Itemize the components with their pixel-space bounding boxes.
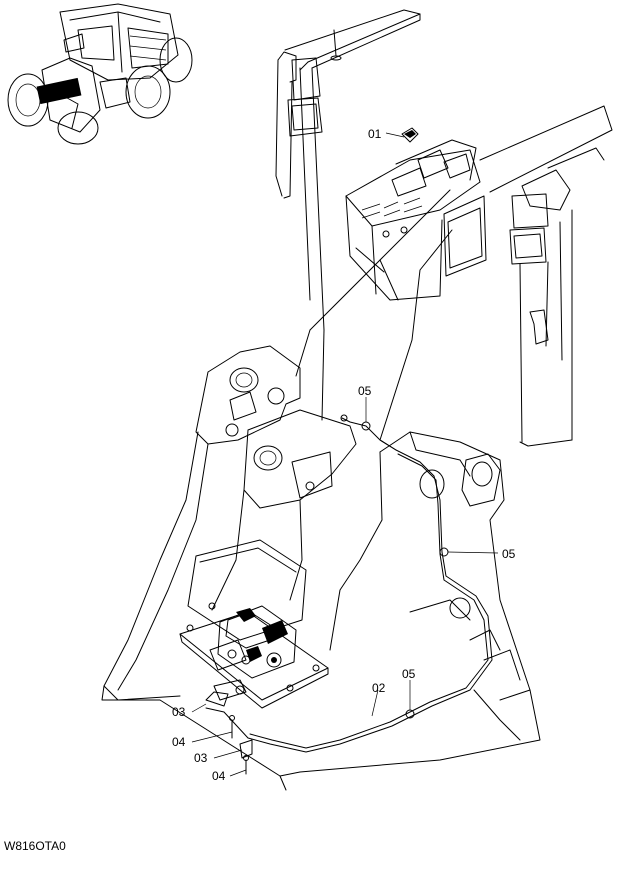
callout-05-bottom: 05 <box>402 667 416 681</box>
control-console <box>345 127 487 301</box>
front-frame <box>101 329 541 791</box>
callout-03-upper: 03 <box>172 705 186 719</box>
callout-05-right: 05 <box>502 547 516 561</box>
cab-frame <box>275 9 613 447</box>
drawing-code: W816OTA0 <box>4 839 66 853</box>
control-cable <box>205 414 493 775</box>
callout-05-top: 05 <box>358 384 372 398</box>
callout-02: 02 <box>372 681 386 695</box>
callout-03-lower: 03 <box>194 751 208 765</box>
callout-04-upper: 04 <box>172 735 186 749</box>
callout-01: 01 <box>368 127 382 141</box>
control-valve <box>179 602 329 709</box>
leader-lines <box>191 132 499 777</box>
callout-04-lower: 04 <box>212 769 226 783</box>
part-callouts: 01 02 03 03 04 04 05 05 05 <box>172 127 516 783</box>
machine-overview-thumbnail <box>7 3 193 145</box>
